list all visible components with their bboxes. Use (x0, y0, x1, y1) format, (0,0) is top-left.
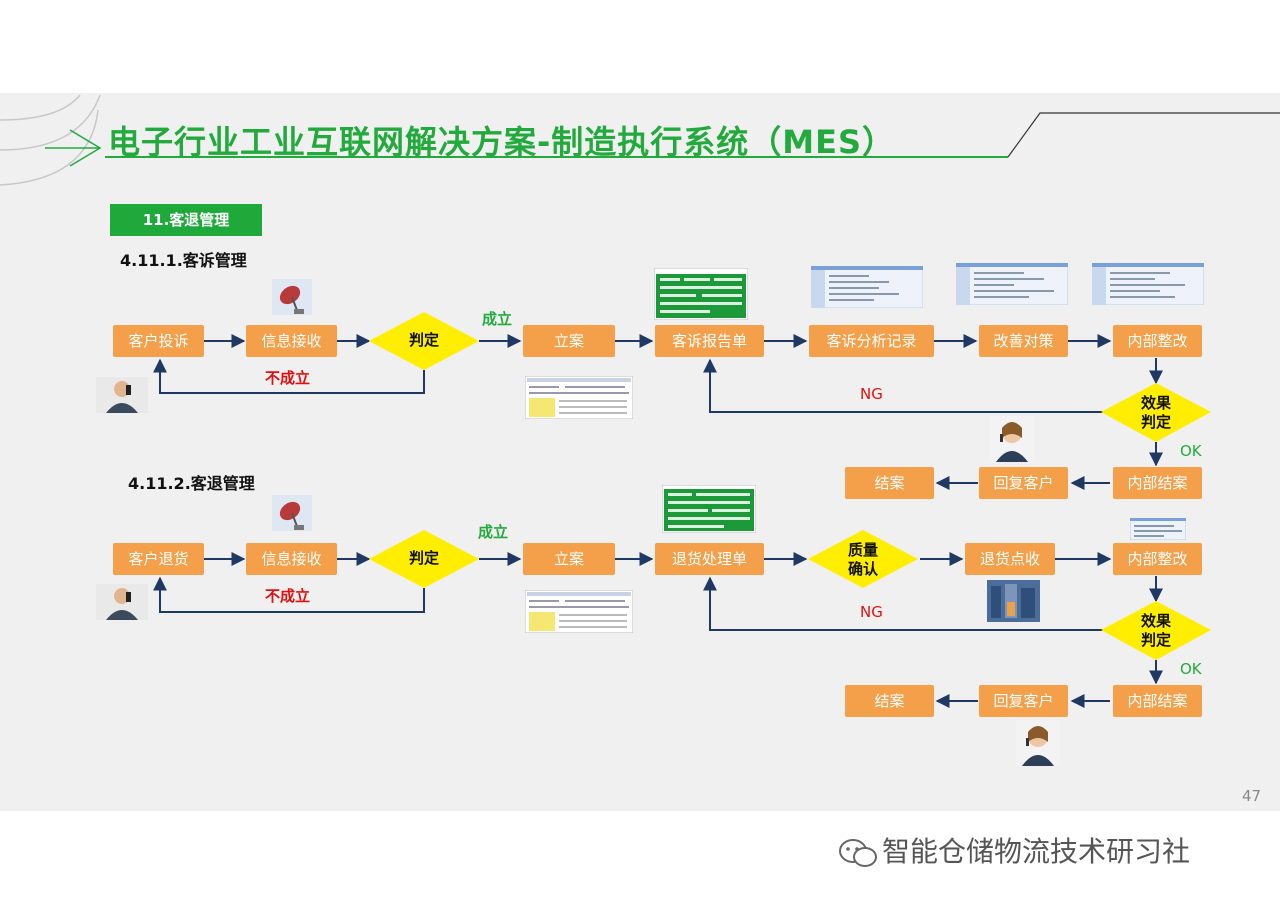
label-ok-2: 成立 (478, 523, 509, 541)
node-internal-rectify-1: 内部整改 (1113, 325, 1202, 357)
label-ng-2: NG (860, 603, 883, 621)
node-close-2: 结案 (845, 685, 934, 717)
report-form-thumbnail (654, 268, 748, 320)
diamond-judge-1 (369, 312, 479, 370)
node-info-receive-1: 信息接收 (246, 325, 337, 357)
node-return-handle: 退货处理单 (655, 543, 764, 575)
node-complaint-analysis: 客诉分析记录 (809, 325, 934, 357)
node-internal-rectify-2: 内部整改 (1113, 543, 1202, 575)
watermark-text: 智能仓储物流技术研习社 (882, 835, 1191, 868)
node-internal-close-1: 内部结案 (1113, 467, 1202, 499)
customer-person-icon (96, 377, 148, 413)
node-return-count: 退货点收 (965, 543, 1055, 575)
diamond-effect-2-label: 效果判定 (1140, 612, 1171, 649)
diamond-quality-2-label: 质量确认 (847, 541, 878, 578)
label-fail-1: 不成立 (265, 369, 311, 387)
label-okk-1: OK (1180, 442, 1202, 460)
node-reply-customer-2: 回复客户 (979, 685, 1068, 717)
satellite-dish-icon-2 (272, 495, 312, 531)
node-register-2: 立案 (523, 543, 615, 575)
label-ng-1: NG (860, 385, 883, 403)
analysis-screen-thumbnail (811, 266, 923, 308)
diamond-effect-1 (1101, 383, 1211, 442)
label-fail-2: 不成立 (265, 587, 311, 605)
improvement-screen-thumbnail (956, 263, 1068, 305)
warehouse-photo (987, 580, 1040, 622)
customer-person-icon-2 (96, 584, 148, 620)
node-internal-close-2: 内部结案 (1113, 685, 1202, 717)
node-customer-complaint: 客户投诉 (113, 325, 204, 357)
diamond-effect-2 (1101, 601, 1211, 660)
label-ok-1: 成立 (482, 310, 513, 328)
flow1-heading: 4.11.1.客诉管理 (120, 251, 247, 270)
rectify-screen-thumbnail-2 (1130, 518, 1186, 540)
rectify-screen-thumbnail (1092, 263, 1204, 305)
diamond-effect-1-label: 效果判定 (1140, 394, 1171, 431)
node-register-1: 立案 (523, 325, 615, 357)
label-okk-2: OK (1180, 660, 1202, 678)
node-customer-return: 客户退货 (113, 543, 204, 575)
node-info-receive-2: 信息接收 (246, 543, 337, 575)
flow2-heading: 4.11.2.客退管理 (128, 474, 255, 493)
wechat-icon (839, 839, 877, 867)
page-title: 电子行业工业互联网解决方案-制造执行系统（MES） (108, 123, 896, 161)
node-complaint-report: 客诉报告单 (655, 325, 764, 357)
register-form-thumbnail-2 (525, 590, 633, 633)
return-form-thumbnail (662, 485, 756, 533)
diamond-judge-2-label: 判定 (408, 549, 439, 567)
watermark: 智能仓储物流技术研习社 (838, 830, 1190, 870)
diamond-judge-2 (369, 530, 479, 588)
page-number: 47 (1242, 787, 1262, 805)
diamond-judge-1-label: 判定 (408, 331, 439, 349)
service-agent-icon-2 (1016, 720, 1060, 766)
node-close-1: 结案 (845, 467, 934, 499)
section-tag: 11.客退管理 (110, 204, 262, 236)
diamond-quality-2 (808, 530, 918, 588)
service-agent-icon (990, 416, 1034, 462)
satellite-dish-icon (272, 279, 312, 315)
node-reply-customer-1: 回复客户 (979, 467, 1068, 499)
register-form-thumbnail-1 (525, 376, 633, 419)
node-improvement: 改善对策 (979, 325, 1068, 357)
